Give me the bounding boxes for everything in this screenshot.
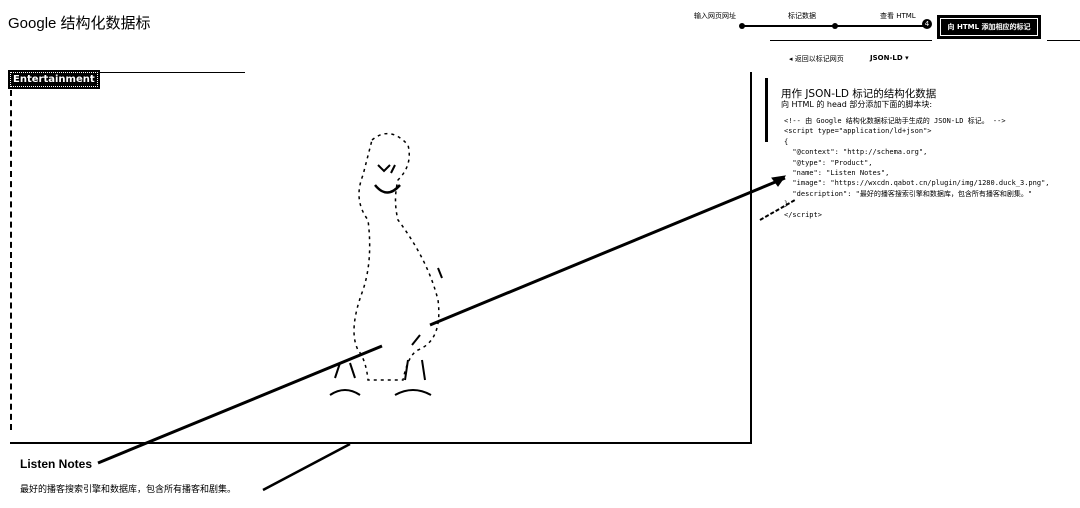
arrow-to-code <box>429 176 786 327</box>
code-panel-subtitle: 向 HTML 的 head 部分添加下面的脚本块: <box>781 100 933 109</box>
divider <box>770 40 932 41</box>
arrow-name <box>97 344 383 465</box>
format-select[interactable]: JSON-LD ▾ <box>870 54 909 62</box>
step-dot <box>739 23 745 29</box>
code-line: <!-- 由 Google 结构化数据标记助手生成的 JSON-LD 标记。 -… <box>784 117 1006 125</box>
arrow-description-code <box>759 199 796 221</box>
divider <box>95 72 245 73</box>
step-add-markup[interactable]: 向 HTML 添加相应的标记 <box>937 15 1041 39</box>
code-line: <script type="application/ld+json"> <box>784 127 932 136</box>
code-scrollbar[interactable] <box>765 78 768 142</box>
json-ld-code-block[interactable]: <!-- 由 Google 结构化数据标记助手生成的 JSON-LD 标记。 -… <box>784 116 1050 220</box>
item-description[interactable]: 最好的播客搜索引擎和数据库，包含所有播客和剧集。 <box>20 485 237 495</box>
arrows <box>97 175 796 492</box>
arrow-description <box>262 442 351 492</box>
code-line: { <box>784 137 789 146</box>
page-title: Google 结构化数据标 <box>8 15 151 32</box>
code-panel-title: 用作 JSON-LD 标记的结构化数据 <box>781 88 937 100</box>
divider <box>1047 40 1080 41</box>
code-line: } <box>784 200 789 209</box>
arrowhead <box>771 175 787 187</box>
item-name[interactable]: Listen Notes <box>20 457 93 471</box>
code-line: "description": "最好的播客搜索引擎和数据库，包含所有播客和剧集。… <box>784 189 1033 198</box>
step-enter-url[interactable]: 输入网页网址 <box>694 12 736 20</box>
code-line: "@type": "Product", <box>784 158 873 167</box>
panel-border <box>10 90 14 430</box>
code-line: "@context": "http://schema.org", <box>784 148 928 157</box>
code-line: </script> <box>784 210 822 219</box>
active-step-dot: 4 <box>922 19 932 29</box>
category-badge[interactable]: Entertainment <box>8 70 100 89</box>
duck-image <box>329 132 443 396</box>
step-tag-data[interactable]: 标记数据 <box>788 12 816 20</box>
step-dot <box>832 23 838 29</box>
step-view-html[interactable]: 查看 HTML <box>880 12 916 20</box>
back-to-tagging-link[interactable]: ◂ 返回以标记网页 <box>789 55 844 63</box>
page-preview-panel <box>10 72 752 444</box>
code-line: "image": "https://wxcdn.qabot.cn/plugin/… <box>784 179 1050 188</box>
code-line: "name": "Listen Notes", <box>784 169 890 178</box>
